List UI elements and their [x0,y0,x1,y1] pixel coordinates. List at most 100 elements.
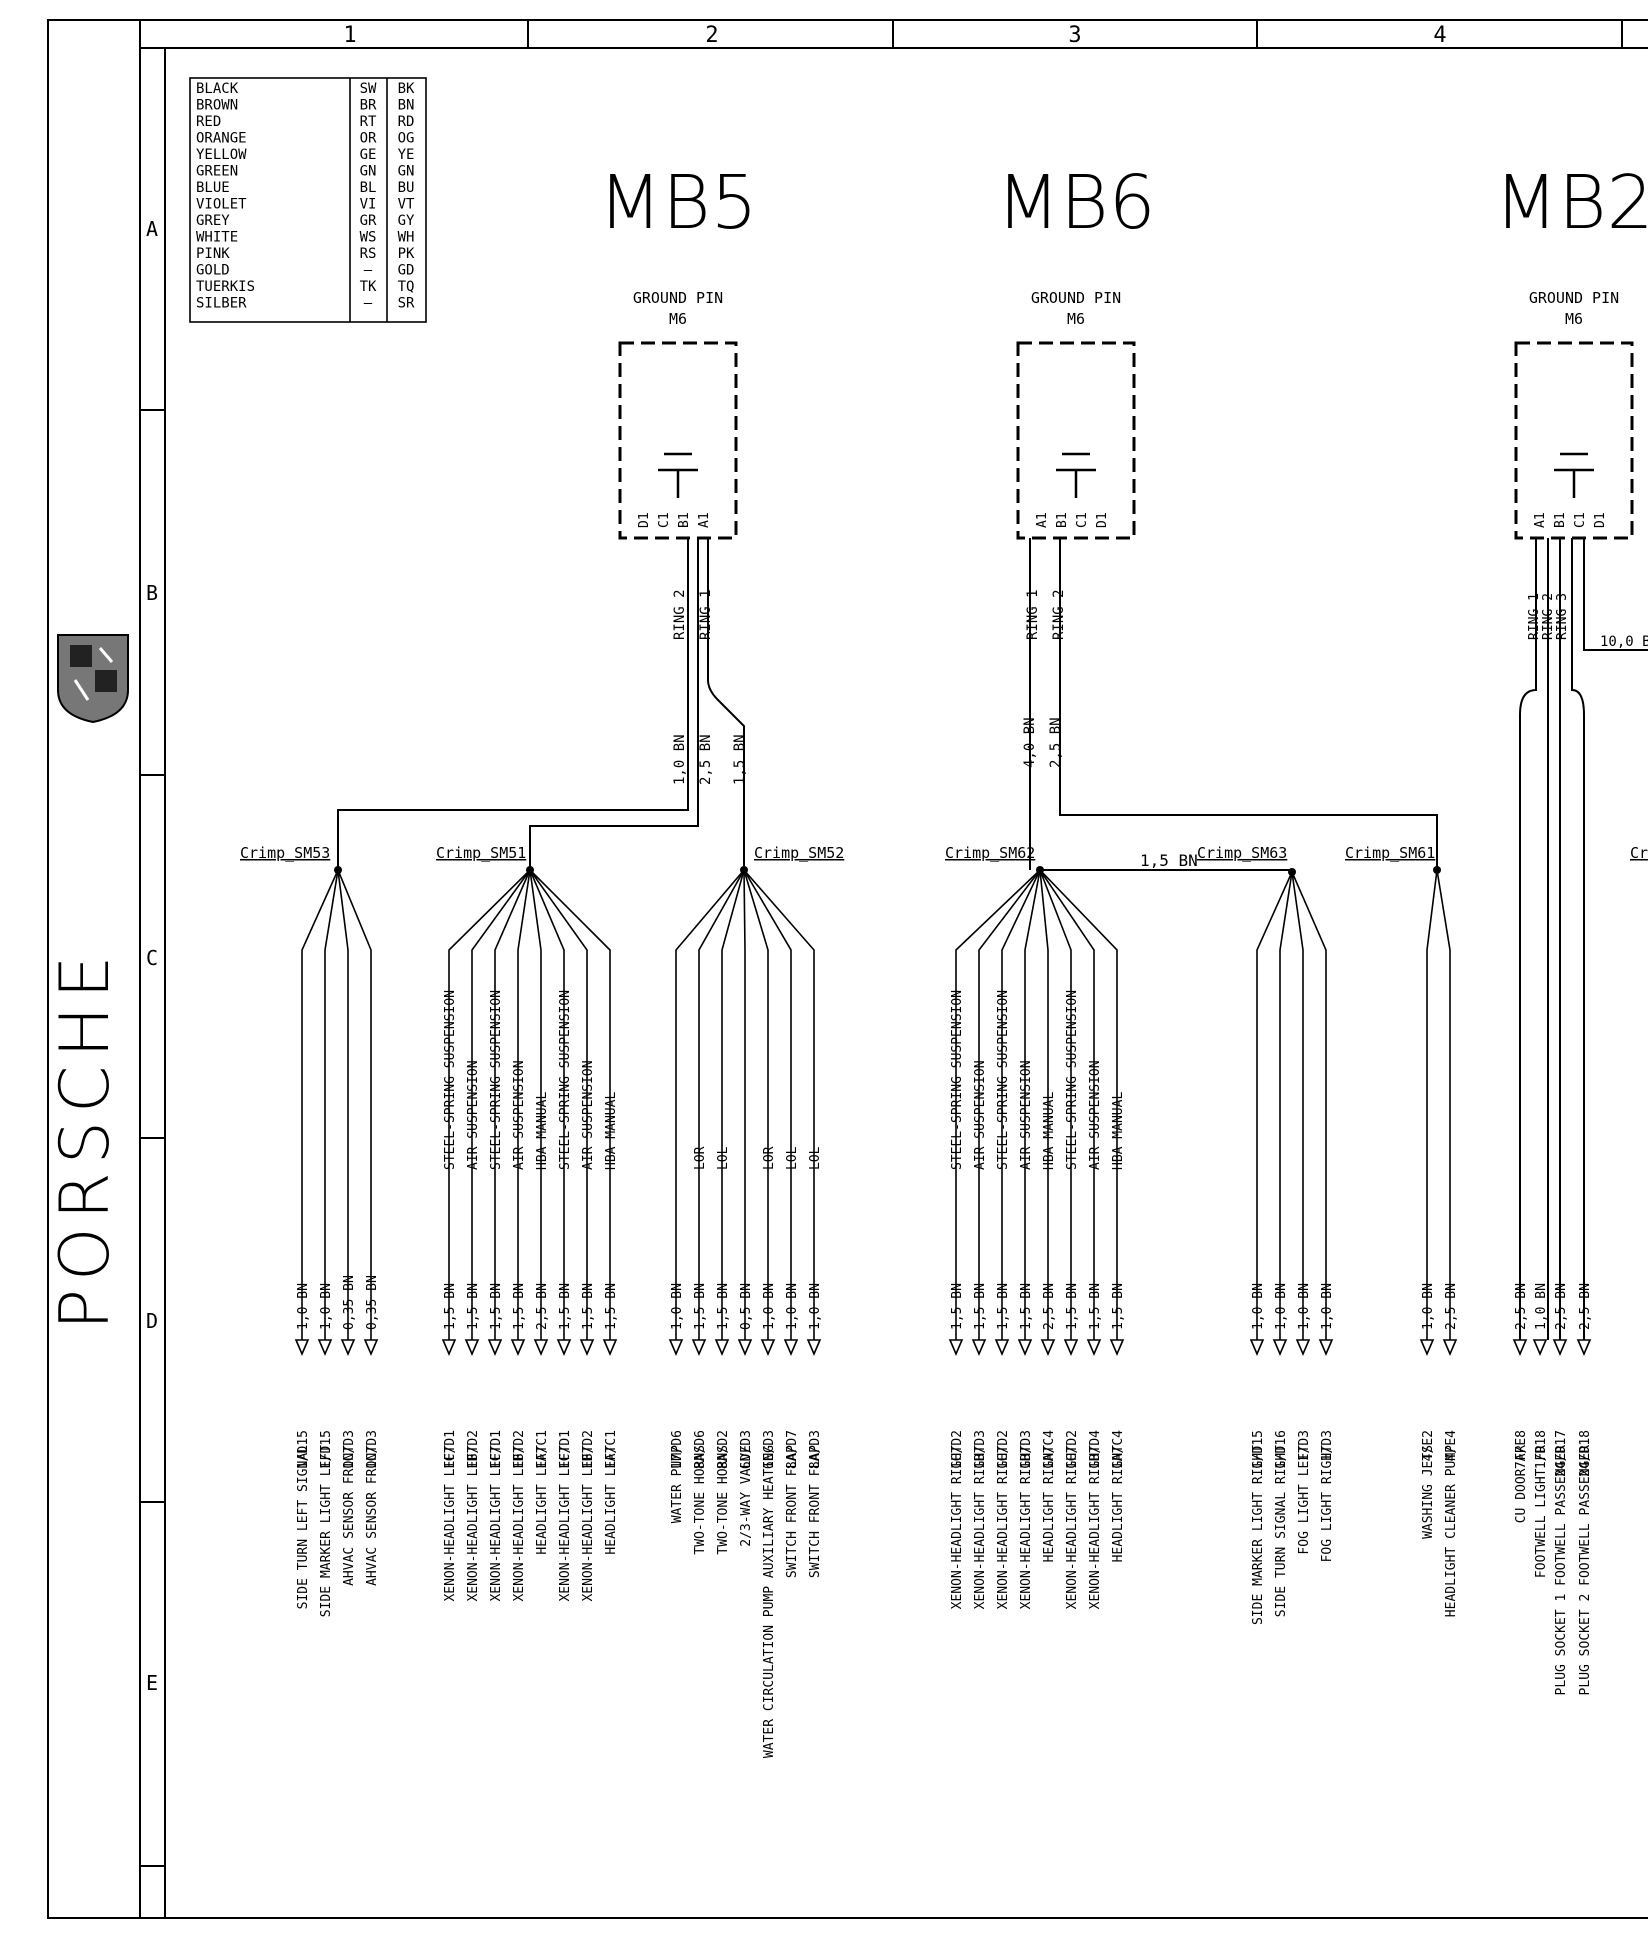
destination-label: SIDE MARKER LIGHT RIGHT [1251,1445,1266,1625]
legend-color-name: PINK [196,246,230,262]
legend-color-name: SILBER [196,296,247,312]
wire-reference: 1/D15 [319,1430,334,1469]
destination-label: WATER CIRCULATION PUMP AUXILIARY HEATING [762,1445,777,1758]
wire-reference: 8A/D2 [716,1430,731,1469]
legend-color-name: WHITE [196,230,238,246]
ground-pin-id: C1 [657,512,672,528]
splice-label: Cr [1630,844,1648,862]
legend-code-de: OR [360,131,377,147]
wire-reference: 1B/D3 [973,1430,988,1469]
wire-gauge-label: 1,0 BN [319,1283,334,1330]
wire-gauge-label: 1,5 BN [558,1283,573,1330]
legend-code-en: WH [398,230,415,246]
destination-label: SWITCH FRONT FLAP [808,1445,823,1578]
destination-label: SIDE TURN LEFT SIGNAL [296,1445,311,1610]
ground-pin-id: C1 [1573,512,1588,528]
ground-pin-id: A1 [697,512,712,528]
wire-gauge-label: 2,5 BN [535,1283,550,1330]
ground-pin-id: B1 [1553,512,1568,528]
wire-gauge-label: 1,0 BN [1320,1283,1335,1330]
wire-gauge-label: 2,5 BN [1042,1283,1057,1330]
wire-gauge-label: 2,5 BN [1554,1283,1569,1330]
destination-label: PLUG SOCKET 2 FOOTWELL PASSENGER [1578,1445,1593,1696]
terminal-arrow [602,1339,618,1357]
terminal-arrow [317,1339,333,1357]
wire-gauge-label: 1,0 BN [785,1283,800,1330]
wire-gauge-label: 2,5 BN [698,734,714,785]
legend-color-name: GREY [196,213,230,229]
legend-code-de: — [364,296,373,312]
ground-pin-id: B1 [1055,512,1070,528]
terminal-arrow [556,1339,572,1357]
option-label: AIR SUSPENSION [973,1060,988,1170]
destination-label: SIDE TURN SIGNAL RIGHT [1274,1445,1289,1617]
option-label: LOL [808,1146,823,1170]
terminal-arrow [1040,1339,1056,1357]
terminal-arrow [1442,1339,1458,1357]
ring-label: RING 1 [1527,593,1542,640]
wire-reference: 1/D16 [1274,1430,1289,1469]
destination-label: XENON-HEADLIGHT LEFT [466,1445,481,1602]
wire-gauge-label: 1,0 BN [1274,1283,1289,1330]
destination-label: XENON-HEADLIGHT RIGHT [1088,1445,1103,1610]
wire-reference: 8A/D6 [693,1430,708,1469]
legend-code-de: — [364,263,373,279]
ground-pin-label: GROUND PIN [1529,289,1619,307]
wire-reference: 1A/C1 [535,1430,550,1469]
legend-code-en: GY [398,213,415,229]
ring-label: RING 1 [698,589,714,640]
wire-gauge-label: 1,5 BN [604,1283,619,1330]
option-label: STEEL-SPRING SUSPENSION [950,990,965,1170]
option-label: AIR SUSPENSION [512,1060,527,1170]
wire-reference: 6D/D3 [739,1430,754,1469]
wire-reference: 8A/D7 [785,1430,800,1469]
destination-label: XENON-HEADLIGHT LEFT [512,1445,527,1602]
wire-gauge-label: 2,5 BN [1444,1283,1459,1330]
wire-gauge-label: 1,5 BN [1019,1283,1034,1330]
terminal-arrow [1086,1339,1102,1357]
wire-gauge-label: 1,0 BN [672,734,688,785]
wire-gauge-label: 1,5 BN [732,734,748,785]
splice-label: Crimp_SM61 [1345,844,1435,862]
terminal-arrow [1318,1339,1334,1357]
option-label: STEEL-SPRING SUSPENSION [443,990,458,1170]
wire-reference: 4/E4 [1444,1430,1459,1461]
wire-reference: 7A/E8 [1514,1430,1529,1469]
ground-pin-size: M6 [1565,310,1583,328]
legend-code-de: GN [360,164,377,180]
ground-pin-id: C1 [1075,512,1090,528]
terminal-arrow [363,1339,379,1357]
terminal-arrow [1017,1339,1033,1357]
wire-reference: 1/D3 [1297,1430,1312,1461]
wire-gauge-label: 2,5 BN [1578,1283,1593,1330]
terminal-arrow [441,1339,457,1357]
terminal-arrow [783,1339,799,1357]
legend-code-en: OG [398,131,415,147]
column-label: 2 [705,23,718,48]
ground-pin-id: A1 [1035,512,1050,528]
terminal-arrow [760,1339,776,1357]
wire-gauge-label: 1,0 BN [670,1283,685,1330]
legend-code-en: GD [398,263,415,279]
destination-label: XENON-HEADLIGHT RIGHT [950,1445,965,1610]
wire-gauge-label: 1,0 BN [1297,1283,1312,1330]
splice-label: Crimp_SM53 [240,844,330,862]
destination-label: FOG LIGHT LEFT [1297,1445,1312,1555]
porsche-crest-icon [57,634,129,724]
terminal-arrow [668,1339,684,1357]
splice-sm53: Crimp_SM53 1,0 BN 1/D15 SIDE TURN LEFT SIGN… [240,844,380,1617]
destination-label: XENON-HEADLIGHT RIGHT [1019,1445,1034,1610]
option-label: LOR [693,1146,708,1170]
row-label: D [146,1309,158,1333]
option-label: HBA MANUAL [604,1092,619,1170]
wire-gauge-label: 1,0 BN [1534,1283,1549,1330]
wire-reference: 1/D18 [1534,1430,1549,1469]
wire-gauge-label: 1,5 BN [716,1283,731,1330]
legend-code-en: GN [398,164,415,180]
legend-color-name: VIOLET [196,197,247,213]
destination-label: HEADLIGHT RIGHT [1111,1445,1126,1563]
legend-color-name: GOLD [196,263,230,279]
